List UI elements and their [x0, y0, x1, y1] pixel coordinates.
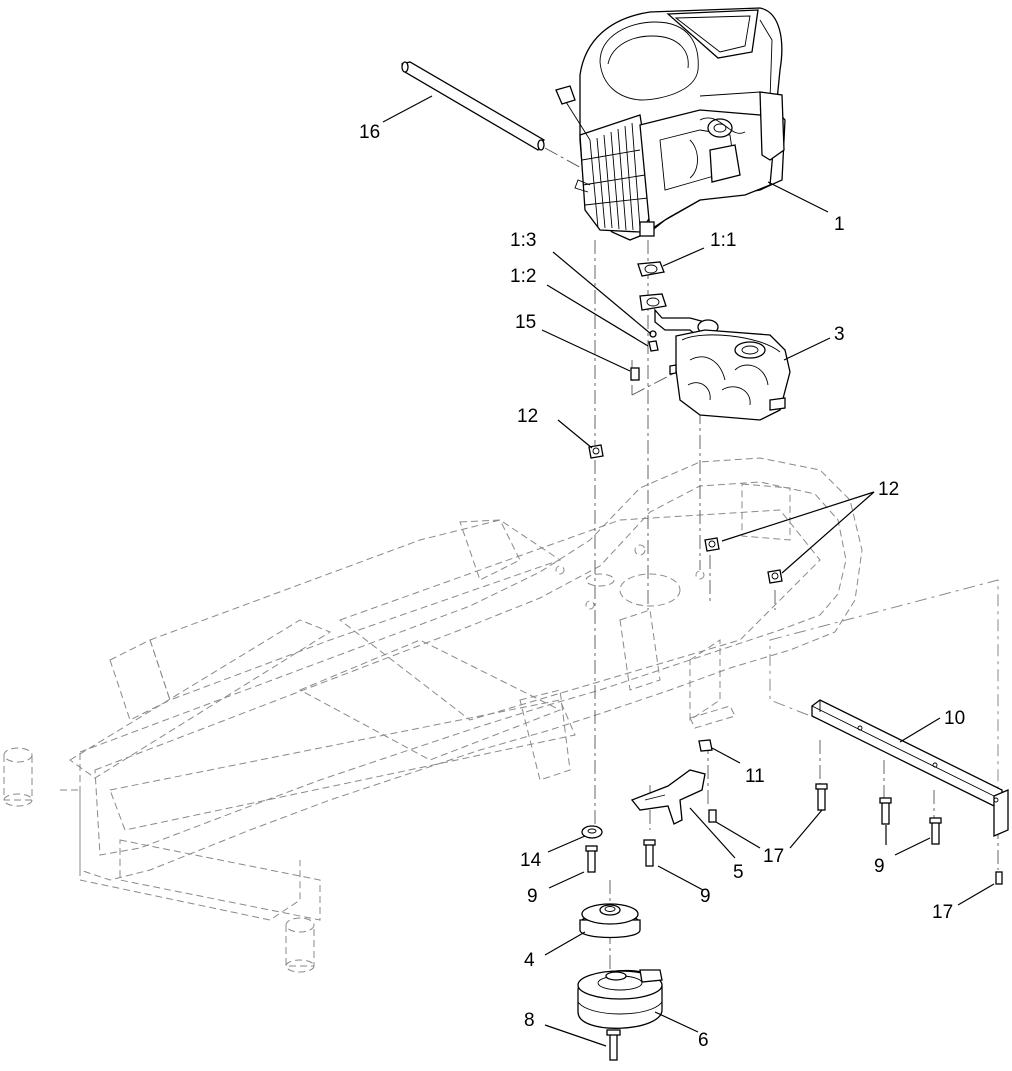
callout-9-center: 9	[700, 886, 711, 907]
hose-16	[401, 61, 545, 151]
callout-15: 15	[515, 312, 536, 333]
muffler-3	[639, 293, 791, 421]
cylinder-fins	[579, 114, 656, 233]
engine	[555, 7, 786, 241]
hardware-top	[588, 330, 783, 584]
caster-pivot-left-icon	[3, 747, 33, 763]
bar-10	[811, 699, 1009, 837]
bracket-5	[630, 769, 706, 825]
gasket-1-1	[637, 261, 665, 277]
pulley-4	[579, 903, 641, 939]
callout-1-1: 1:1	[710, 230, 736, 251]
callout-8: 8	[524, 1010, 535, 1031]
nut-11	[698, 739, 713, 752]
callout-5: 5	[733, 862, 744, 883]
clutch-6	[577, 969, 663, 1061]
callout-1: 1	[834, 214, 845, 235]
caster-pivot-right-icon	[285, 917, 315, 933]
bolts	[585, 783, 1003, 885]
callout-1-2: 1:2	[510, 266, 536, 287]
callout-9-right: 9	[874, 856, 885, 877]
callout-10: 10	[944, 708, 965, 729]
callout-12-right: 12	[878, 479, 899, 500]
leader-lines	[382, 95, 995, 1047]
callout-16: 16	[359, 122, 380, 143]
callout-3: 3	[834, 324, 845, 345]
callout-9-left: 9	[527, 886, 538, 907]
callout-1-3: 1:3	[510, 230, 536, 251]
callout-6: 6	[698, 1030, 709, 1051]
callout-12-left: 12	[517, 406, 538, 427]
callout-11: 11	[745, 766, 765, 787]
callout-17-center: 17	[763, 846, 784, 867]
callout-labels: 16 1 1:1 1:3 1:2 15 3 12 12 10 11 14 9 9…	[359, 122, 965, 1051]
callout-14: 14	[520, 850, 542, 871]
washer-14	[581, 825, 603, 839]
callout-17-right: 17	[932, 902, 953, 923]
mower-frame	[3, 457, 999, 973]
callout-4: 4	[524, 950, 535, 971]
